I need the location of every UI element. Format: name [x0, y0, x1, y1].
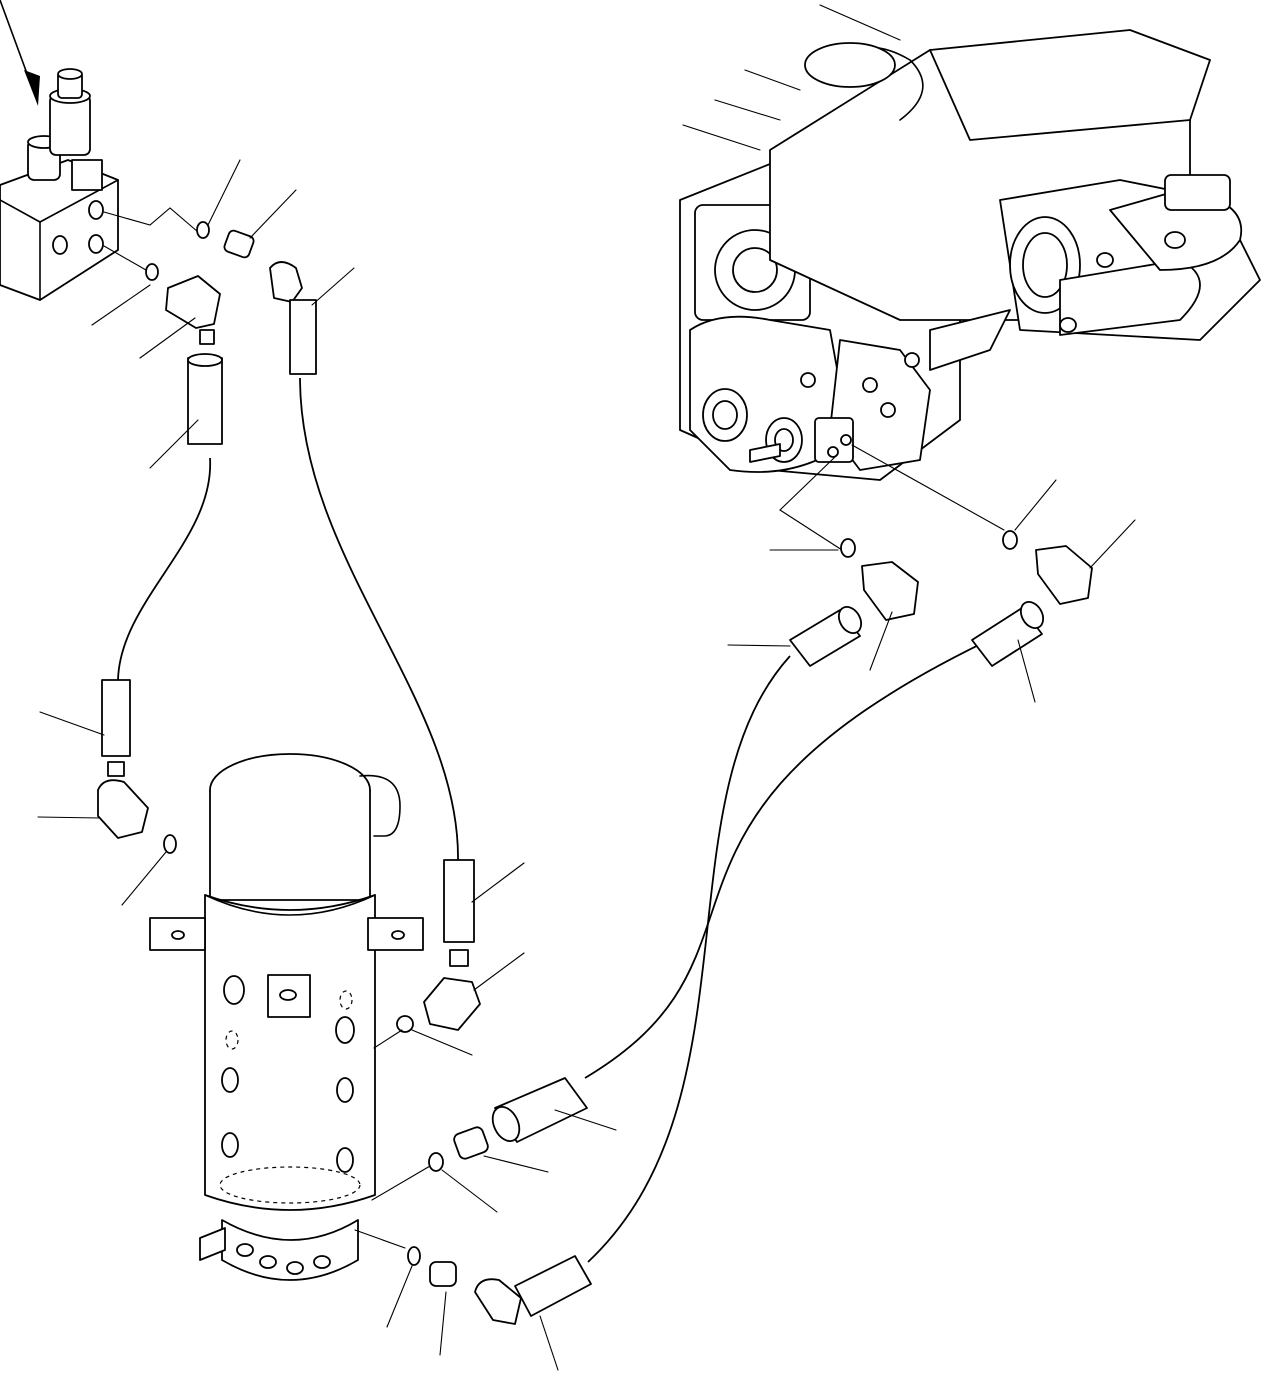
adapter-2 — [453, 1126, 489, 1160]
hose-end-4 — [443, 859, 475, 943]
adapter-1 — [223, 229, 255, 259]
swivel-guide-lines — [354, 1029, 431, 1249]
view-arrow — [0, 0, 40, 106]
hose-end-3 — [101, 679, 131, 757]
left-hoses — [117, 377, 459, 861]
right-fittings — [789, 530, 1093, 667]
adapter-3 — [429, 1261, 457, 1287]
o-ring-4 — [396, 1015, 414, 1033]
o-ring-2 — [145, 263, 159, 281]
upper-left-fittings — [145, 221, 317, 445]
elbow-3 — [423, 977, 481, 1031]
elbow-5 — [861, 561, 919, 621]
long-hoses — [584, 629, 1011, 1263]
elbow-1 — [165, 275, 221, 329]
elbow-4 — [474, 1278, 522, 1325]
swivel-joint — [149, 753, 424, 1281]
lower-middle-fittings — [407, 1077, 592, 1325]
o-ring-5 — [428, 1152, 444, 1172]
hose-end-1 — [187, 357, 223, 445]
lower-left-fittings — [97, 679, 481, 1033]
transmission-guide-lines — [779, 444, 1005, 551]
o-ring-3 — [163, 834, 177, 854]
o-ring-7 — [840, 538, 856, 558]
o-ring-1 — [196, 221, 210, 239]
hose-end-6 — [514, 1255, 592, 1317]
elbow-2 — [97, 779, 149, 839]
hose-end-2 — [289, 299, 317, 375]
elbow-6 — [1035, 545, 1093, 605]
callout-leaders — [37, 159, 1136, 1371]
o-ring-6 — [407, 1246, 421, 1266]
hose-end-2-swivel — [269, 261, 303, 303]
transmission-assembly — [679, 4, 1261, 481]
solenoid-valve-block — [0, 68, 119, 301]
o-ring-8 — [1002, 530, 1018, 550]
valve-guide-lines — [103, 207, 199, 271]
